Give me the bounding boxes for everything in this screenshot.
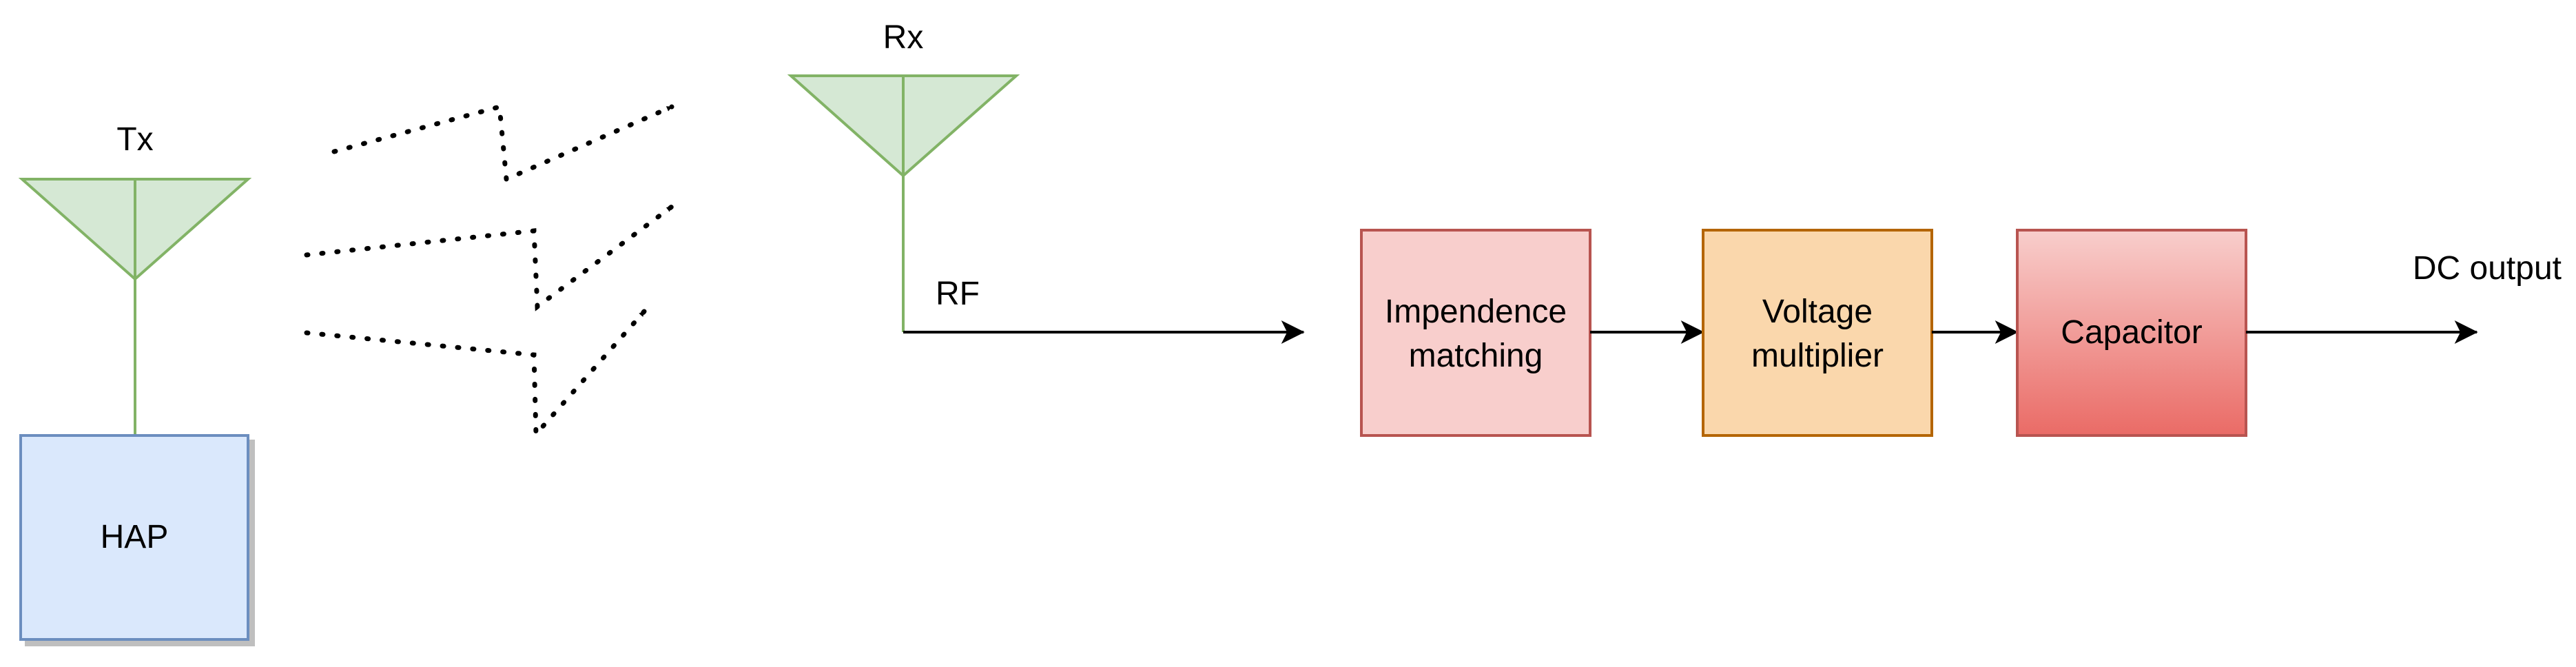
hap-label: HAP xyxy=(101,519,169,555)
tx-antenna xyxy=(18,178,252,435)
rf-path-top xyxy=(331,103,674,183)
hap-box xyxy=(19,434,249,641)
rf-label: RF xyxy=(936,276,980,312)
impedance-matching-label-line2: matching xyxy=(1409,338,1543,374)
impedance-matching-label-line1: Impendence xyxy=(1385,294,1567,330)
voltage-multiplier-label-line1: Voltage xyxy=(1762,294,1873,330)
rx-antenna xyxy=(787,74,1020,332)
tx-label: Tx xyxy=(116,121,153,158)
rx-label: Rx xyxy=(883,19,924,56)
voltage-multiplier-label-line2: multiplier xyxy=(1751,338,1884,374)
impedance-matching-block xyxy=(1360,229,1591,437)
capacitor-label: Capacitor xyxy=(2061,314,2202,351)
rf-path-middle xyxy=(304,204,674,311)
dc-output-label: DC output xyxy=(2413,250,2562,287)
voltage-multiplier-block xyxy=(1702,229,1933,437)
rf-propagation-paths xyxy=(304,103,674,440)
rf-path-bottom xyxy=(304,309,647,440)
capacitor-block xyxy=(2016,229,2247,437)
